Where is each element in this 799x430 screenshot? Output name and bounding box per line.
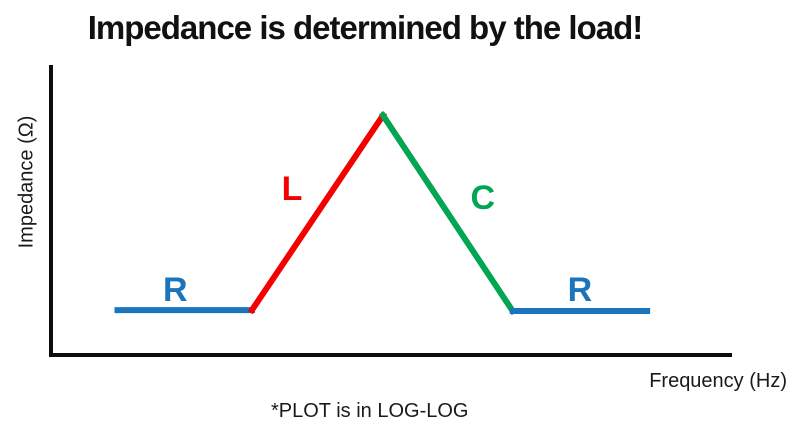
x-axis-label: Frequency (Hz) — [649, 370, 787, 392]
label-capacitive-region: C — [470, 179, 496, 218]
plot-area: R L C R — [49, 65, 732, 357]
segment-inductive-region — [247, 111, 388, 315]
segment-capacitive-region — [378, 111, 517, 316]
y-axis-label: Impedance (Ω) — [15, 115, 38, 249]
log-log-footnote: *PLOT is in LOG-LOG — [271, 400, 469, 422]
label-resistive-region-left: R — [162, 270, 188, 309]
label-inductive-region: L — [281, 170, 303, 209]
chart-title: Impedance is determined by the load! — [87, 9, 643, 46]
plot-lines — [114, 111, 651, 316]
label-resistive-region-right: R — [567, 270, 593, 309]
